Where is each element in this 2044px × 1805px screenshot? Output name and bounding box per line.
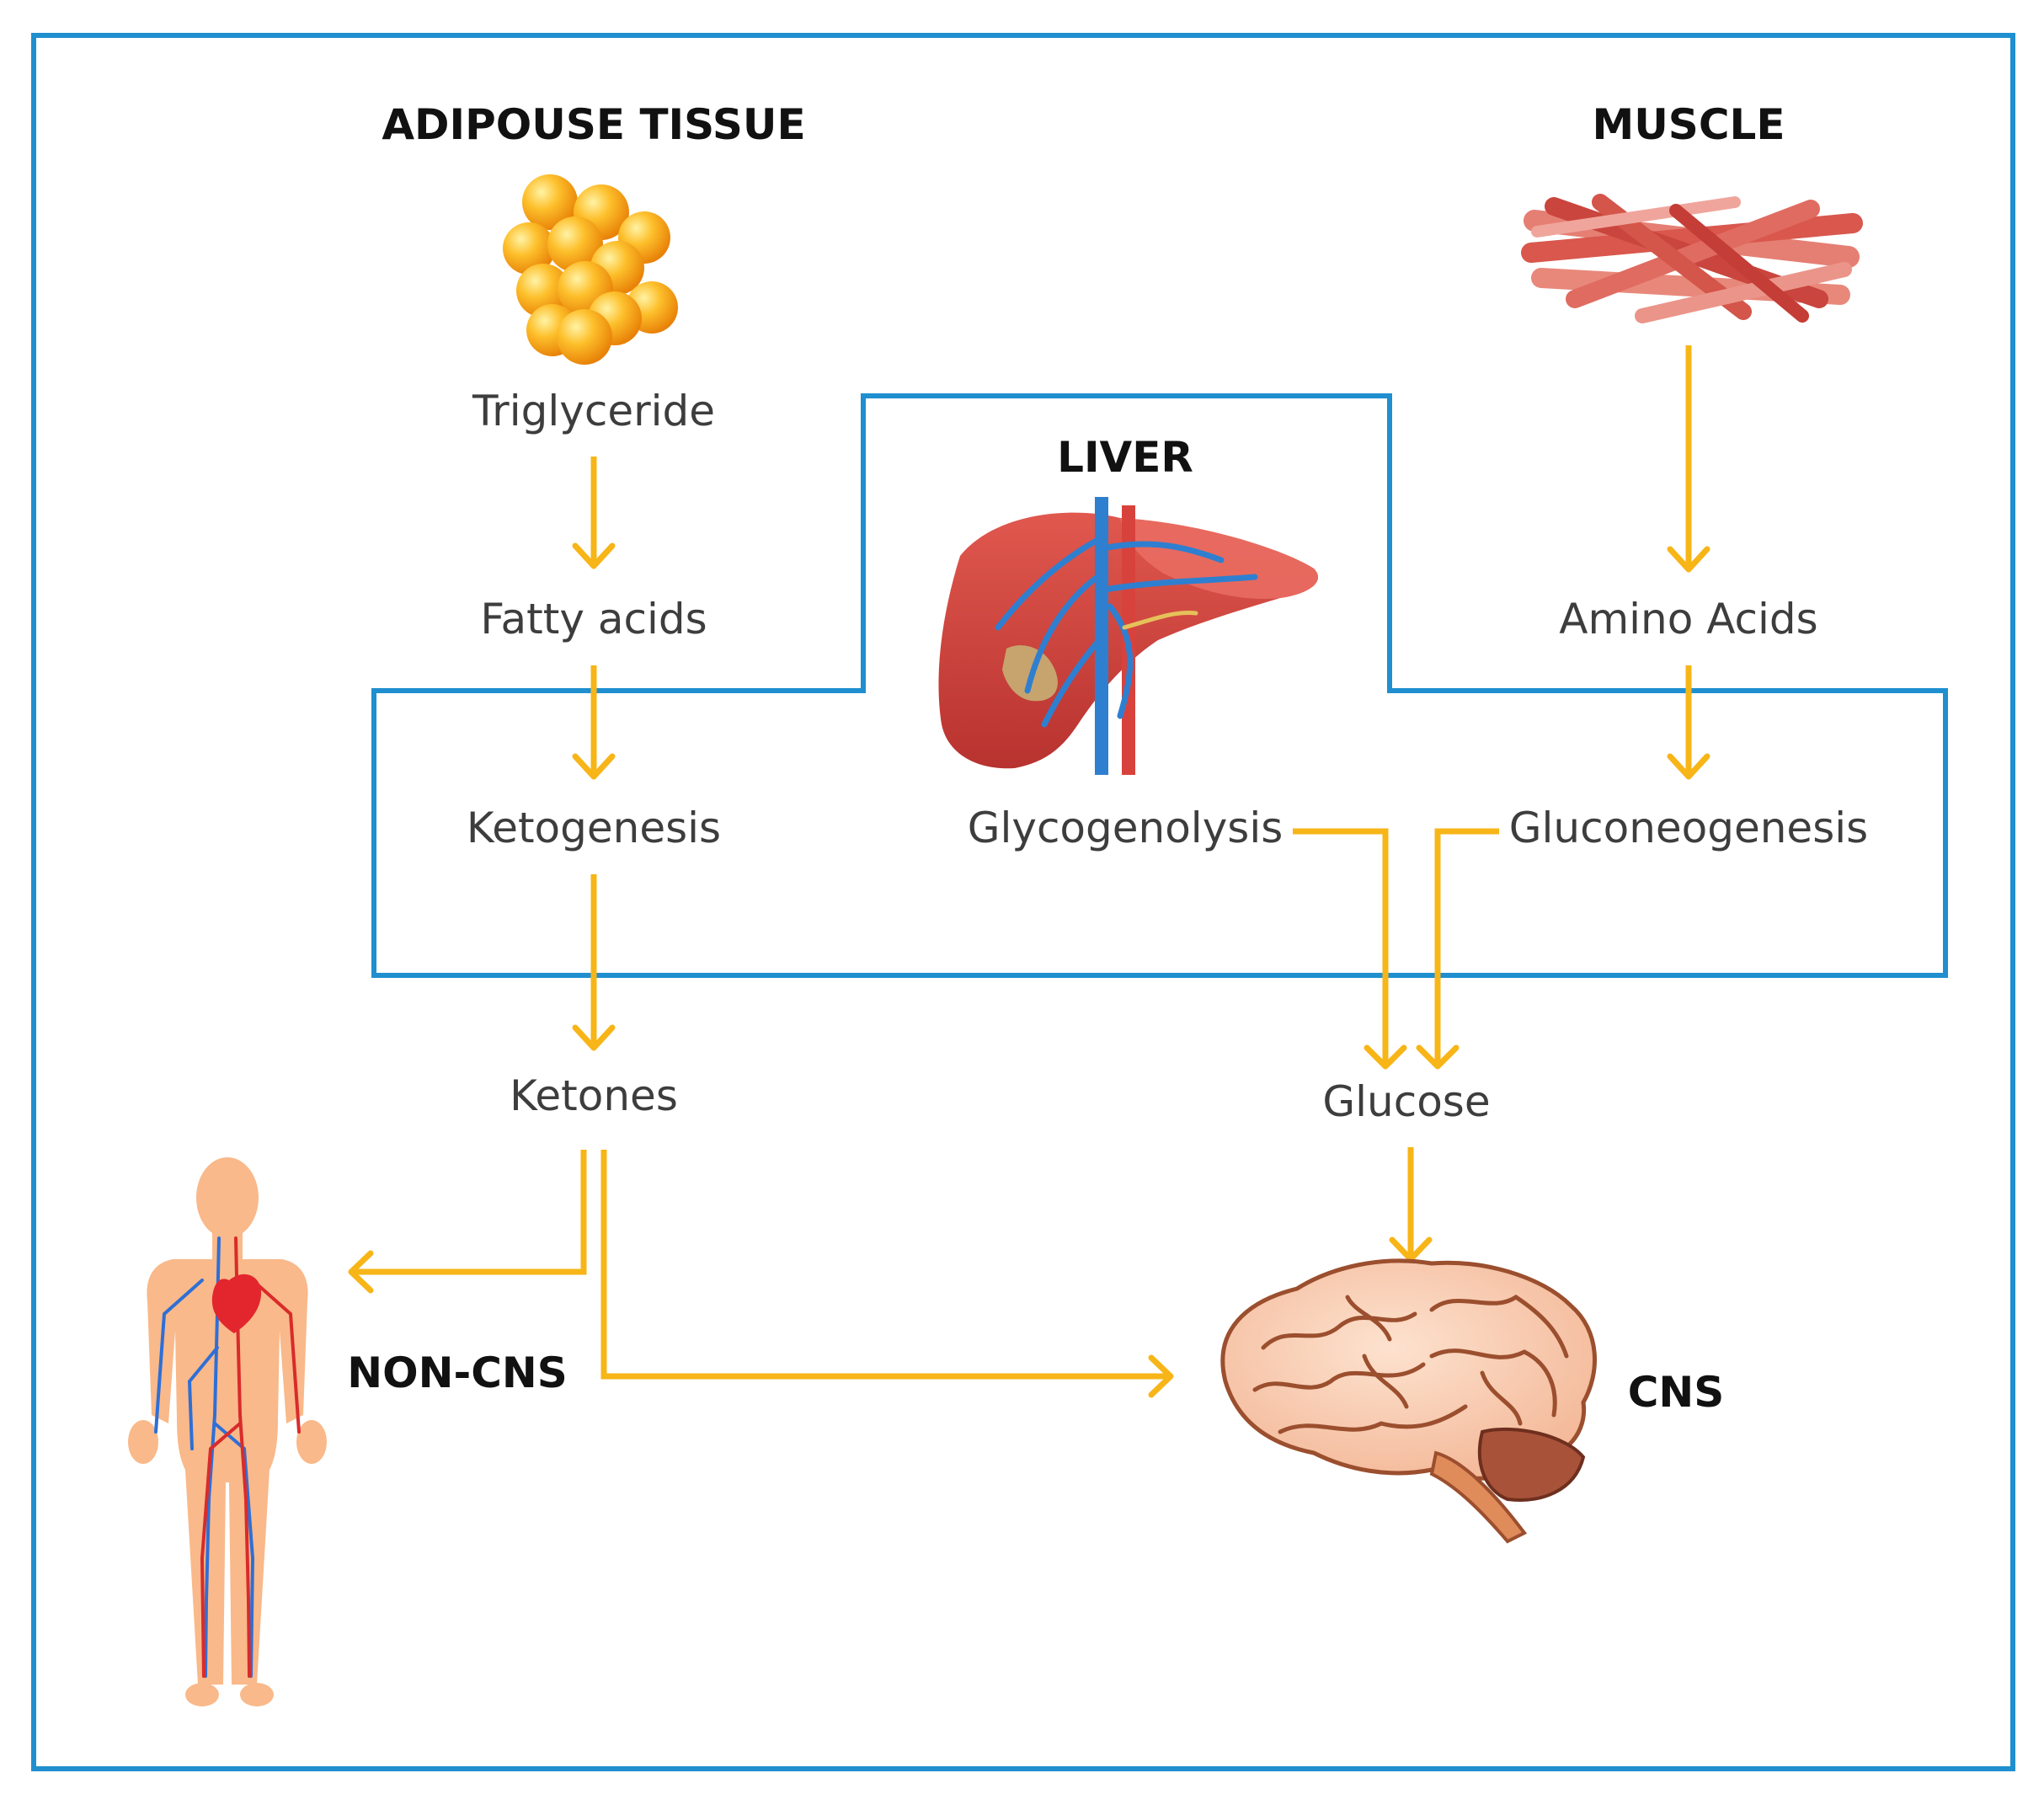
brain-icon bbox=[1220, 1258, 1597, 1544]
outer-frame bbox=[31, 33, 2015, 1771]
arrow-triglyceride-to-fatty-acids bbox=[572, 457, 616, 569]
liver-heading: LIVER bbox=[1057, 433, 1193, 482]
arrow-ketogenesis-to-ketones bbox=[572, 874, 616, 1051]
muscle-heading: MUSCLE bbox=[1592, 100, 1785, 149]
triglyceride-label: Triglyceride bbox=[472, 387, 715, 435]
arrow-amino-acids-to-gluconeogenesis bbox=[1667, 665, 1710, 780]
liver-icon bbox=[938, 497, 1319, 775]
muscle-fibers-icon bbox=[1521, 194, 1863, 323]
non-cns-heading: NON-CNS bbox=[347, 1348, 568, 1397]
cns-heading: CNS bbox=[1628, 1368, 1725, 1417]
arrow-ketones-to-cns bbox=[600, 1150, 1174, 1398]
arrow-glycogenolysis-to-glucose bbox=[1293, 828, 1407, 1070]
arrow-fatty-acids-to-ketogenesis bbox=[572, 665, 616, 780]
amino-acids-label: Amino Acids bbox=[1559, 595, 1817, 643]
glycogenolysis-label: Glycogenolysis bbox=[968, 804, 1284, 852]
arrow-glucose-to-cns bbox=[1389, 1147, 1433, 1263]
human-body-icon bbox=[128, 1157, 327, 1706]
arrow-gluconeogenesis-to-glucose bbox=[1416, 828, 1499, 1070]
glucose-label: Glucose bbox=[1322, 1077, 1490, 1126]
fat-cells-icon bbox=[503, 174, 678, 365]
liver-region-outline bbox=[371, 393, 1948, 978]
fatty-acids-label: Fatty acids bbox=[480, 595, 707, 643]
ketones-label: Ketones bbox=[510, 1071, 678, 1120]
adipose-tissue-heading: ADIPOUSE TISSUE bbox=[382, 100, 805, 149]
arrow-muscle-to-amino-acids bbox=[1667, 345, 1710, 573]
ketogenesis-label: Ketogenesis bbox=[467, 804, 721, 852]
arrow-ketones-to-non-cns bbox=[348, 1150, 587, 1294]
gluconeogenesis-label: Gluconeogenesis bbox=[1509, 804, 1868, 852]
